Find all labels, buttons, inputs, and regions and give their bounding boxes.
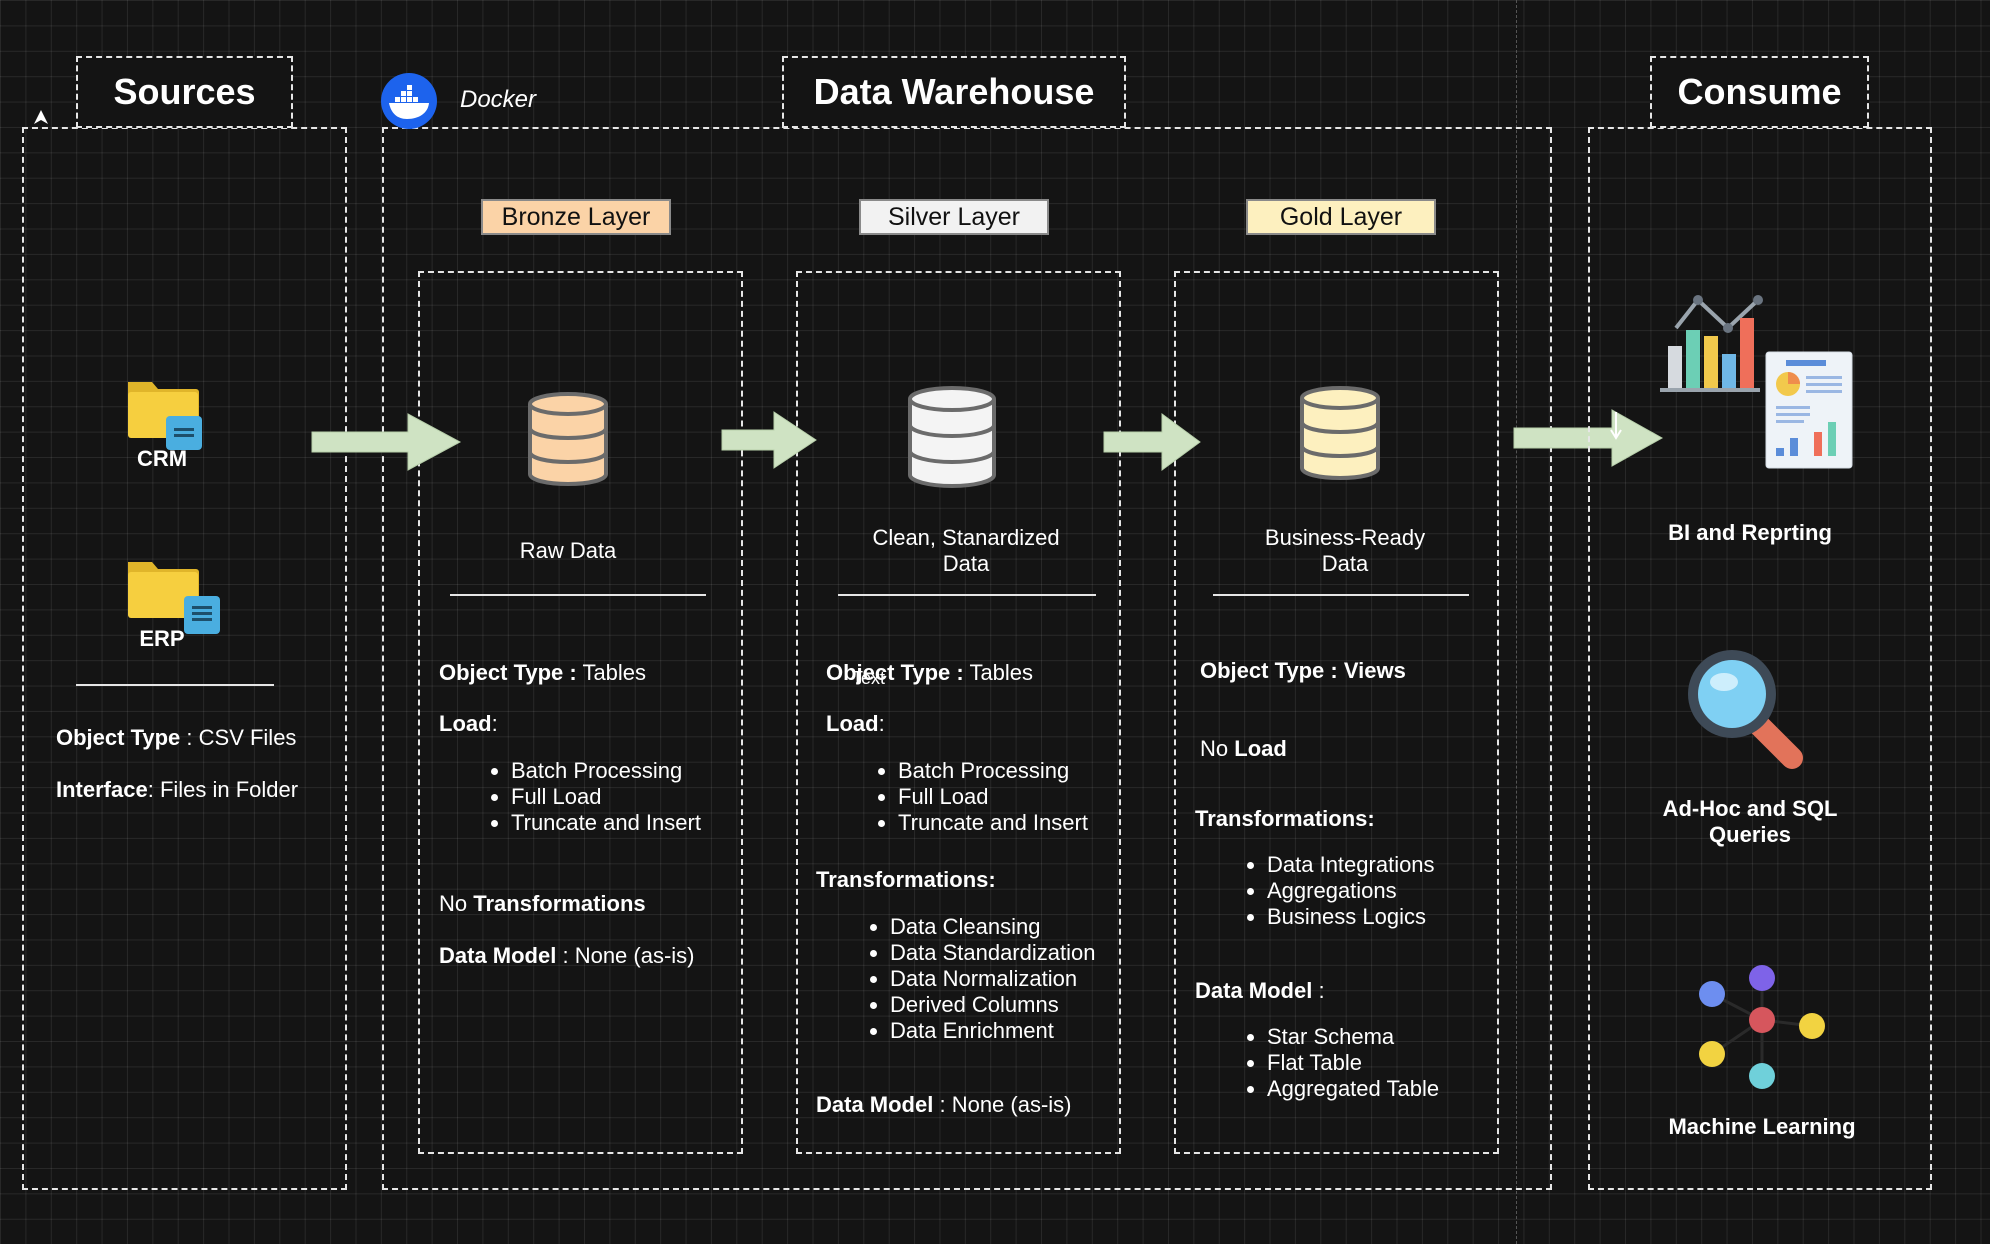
sources-divider [76, 684, 274, 686]
magnifier-icon [1688, 650, 1803, 769]
sources-object-type: Object Type : CSV Files [56, 725, 297, 750]
ml-network-icon [1699, 965, 1825, 1089]
list-item: Full Load [511, 784, 701, 810]
list-item: Star Schema [1267, 1024, 1439, 1050]
sources-container [22, 127, 347, 1190]
erp-label: ERP [139, 626, 185, 651]
silver-divider [838, 594, 1096, 596]
crm-folder-icon [128, 382, 202, 450]
warehouse-title: Data Warehouse [782, 56, 1126, 128]
silver-layer-badge: Silver Layer [859, 199, 1049, 235]
bronze-object-type: Object Type : Tables [439, 660, 647, 685]
silver-transformations: Transformations: [816, 867, 996, 892]
list-item: Truncate and Insert [898, 810, 1088, 836]
list-item: Data Cleansing [890, 914, 1095, 940]
silver-load: Load: [826, 711, 885, 736]
gold-divider [1213, 594, 1469, 596]
gold-layer-badge: Gold Layer [1246, 199, 1436, 235]
consume-title: Consume [1650, 56, 1869, 128]
bronze-transformations: No Transformations [439, 891, 646, 916]
gold-load: No Load [1200, 736, 1287, 761]
silver-load-list: Batch Processing Full Load Truncate and … [874, 758, 1088, 836]
list-item: Aggregations [1267, 878, 1435, 904]
list-item: Data Normalization [890, 966, 1095, 992]
silver-database-icon [908, 386, 996, 489]
small-arrowhead-icon [34, 110, 48, 124]
arrow-silver-to-gold [1103, 413, 1201, 471]
list-item: Flat Table [1267, 1050, 1439, 1076]
gold-model-list: Star Schema Flat Table Aggregated Table [1243, 1024, 1439, 1102]
list-item: Full Load [898, 784, 1088, 810]
bronze-divider [450, 594, 706, 596]
docker-icon [381, 73, 437, 129]
gold-transform-list: Data Integrations Aggregations Business … [1243, 852, 1435, 930]
sources-interface: Interface: Files in Folder [56, 777, 299, 802]
list-item: Data Standardization [890, 940, 1095, 966]
list-item: Truncate and Insert [511, 810, 701, 836]
erp-folder-icon [128, 562, 220, 634]
guide-line [1516, 0, 1517, 1244]
list-item: Data Enrichment [890, 1018, 1095, 1044]
gold-object-type: Object Type : Views [1200, 658, 1406, 683]
silver-transform-list: Data Cleansing Data Standardization Data… [866, 914, 1095, 1044]
list-item: Data Integrations [1267, 852, 1435, 878]
list-item: Batch Processing [511, 758, 701, 784]
bronze-container [418, 271, 743, 1154]
gold-transformations: Transformations: [1195, 806, 1375, 831]
gold-database-icon [1300, 386, 1380, 481]
list-item: Batch Processing [898, 758, 1088, 784]
warehouse-container [382, 127, 1552, 1190]
consume-container [1588, 127, 1932, 1190]
bronze-data-model: Data Model : None (as-is) [439, 943, 695, 968]
sources-title: Sources [76, 56, 293, 128]
silver-container [796, 271, 1121, 1154]
bronze-load: Load: [439, 711, 498, 736]
bronze-load-list: Batch Processing Full Load Truncate and … [487, 758, 701, 836]
arrow-bronze-to-silver [721, 411, 817, 469]
crm-label: CRM [136, 446, 188, 471]
silver-data-model: Data Model : None (as-is) [816, 1092, 1072, 1117]
bronze-database-icon [528, 392, 608, 487]
list-item: Derived Columns [890, 992, 1095, 1018]
bi-label: BI and Reprting [1668, 520, 1832, 545]
silver-text-overlay: Text [852, 668, 886, 688]
list-item: Aggregated Table [1267, 1076, 1439, 1102]
bi-dashboard-icon [1660, 295, 1853, 469]
arrow-sources-to-bronze [311, 413, 462, 471]
docker-label: Docker [460, 86, 537, 113]
bronze-layer-badge: Bronze Layer [481, 199, 671, 235]
bronze-caption: Raw Data [519, 538, 617, 563]
list-item: Business Logics [1267, 904, 1435, 930]
cursor-arrow-icon [1610, 412, 1622, 440]
ml-label: Machine Learning [1668, 1114, 1856, 1139]
silver-object-type: Object Type : Tables [826, 660, 1034, 685]
gold-container [1174, 271, 1499, 1154]
gold-data-model: Data Model : [1195, 978, 1325, 1003]
